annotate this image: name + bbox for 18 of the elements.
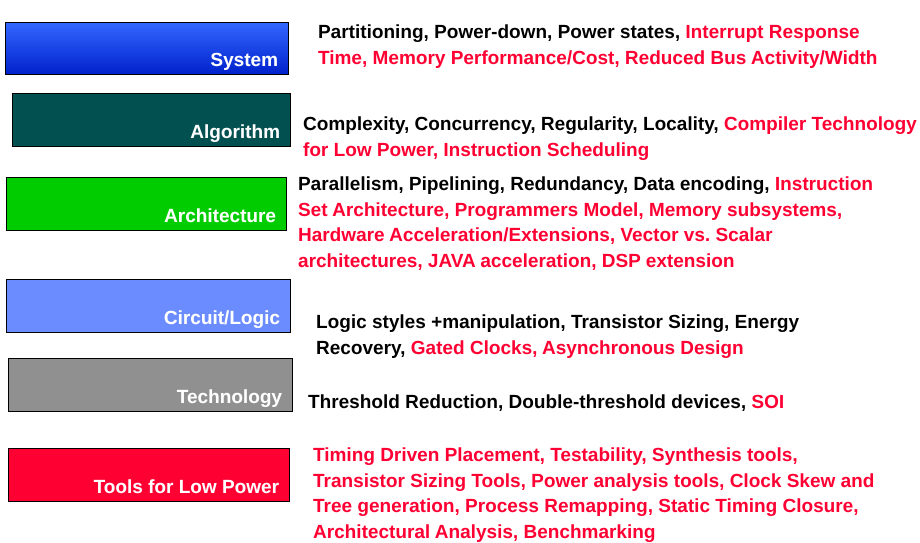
level-label: Circuit/Logic: [164, 308, 280, 330]
level-label: System: [210, 50, 278, 72]
level-label: Algorithm: [190, 122, 280, 144]
level-box: [6, 279, 291, 333]
level-box: [8, 358, 293, 412]
description-text: Threshold Reduction, Double-threshold devices, SOI: [308, 391, 786, 415]
description-text: Complexity, Concurrency, Regularity, Locality, Compiler Technology for Low Power, Instruction Scheduling: [303, 113, 918, 162]
level-label: Architecture: [164, 206, 276, 228]
description-text: Parallelism, Pipelining, Redundancy, Data encoding, Instruction Set Architecture, Programmers Model, Memory subsystems, Hardware Acceleration/Extensions, Vector vs. Scalar architectures, JAVA acceleration, DSP extension: [298, 173, 874, 274]
description-text: Partitioning, Power-down, Power states, Interrupt Response Time, Memory Performance/Cost, Reduced Bus Activity/Width: [318, 21, 878, 70]
level-box: [8, 448, 290, 502]
description-text: Timing Driven Placement, Testability, Synthesis tools, Transistor Sizing Tools, Power analysis tools, Clock Skew and Tree generation, Process Remapping, Static Timing Closure, Architectural Analysis, Benchmarking: [313, 444, 876, 543]
level-box: [5, 22, 289, 75]
level-box: [6, 177, 287, 231]
level-label: Technology: [176, 387, 282, 409]
level-label: Tools for Low Power: [94, 477, 279, 499]
level-box: [12, 93, 291, 147]
description-text: Logic styles +manipulation, Transistor Sizing, Energy Recovery, Gated Clocks, Asynchronous Design: [316, 311, 800, 360]
